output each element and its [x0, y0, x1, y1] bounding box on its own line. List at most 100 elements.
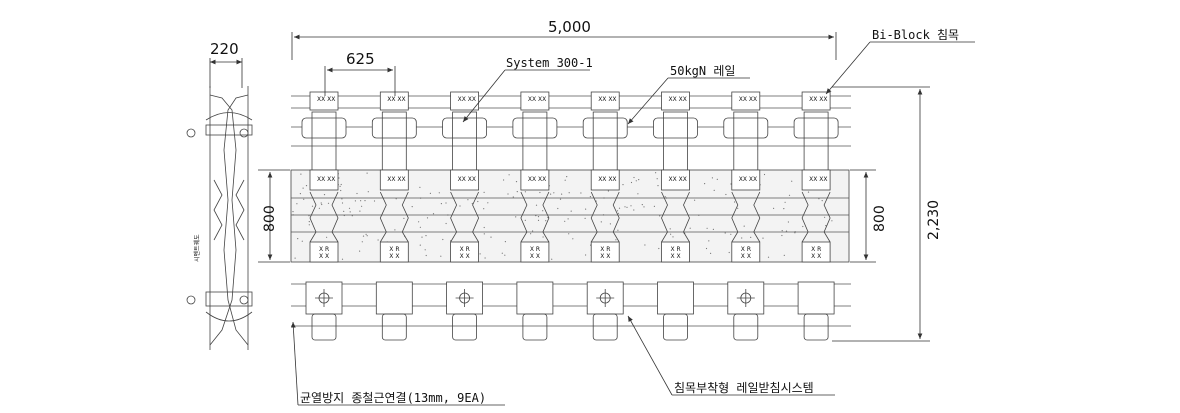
speckle [670, 233, 672, 235]
speckle [425, 254, 427, 257]
speckle [373, 200, 376, 202]
sleeper-mark-bottom-2: X X [319, 253, 329, 260]
sleeper-mark-mid: XX XX [387, 176, 405, 183]
speckle [615, 239, 617, 241]
speckle [542, 210, 544, 212]
sleeper-mark-bottom-2: X X [741, 253, 751, 260]
speckle [609, 223, 612, 225]
speckle [831, 220, 833, 222]
speckle [783, 254, 785, 256]
speckle [600, 221, 602, 223]
speckle [483, 226, 485, 229]
speckle [308, 221, 310, 223]
system-callout: System 300-1 [506, 56, 593, 70]
speckle [773, 207, 775, 209]
speckle [741, 237, 743, 239]
speckle [484, 257, 486, 259]
speckle [515, 181, 518, 183]
speckle [618, 207, 621, 209]
speckle [501, 252, 503, 254]
speckle [440, 255, 442, 257]
speckle [669, 228, 671, 230]
sleeper-mark-bottom-2: X X [460, 253, 470, 260]
speckle [711, 177, 714, 179]
sleeper-mark-mid: XX XX [739, 176, 757, 183]
sleeper [582, 91, 628, 341]
speckle [438, 192, 440, 194]
speckle [585, 254, 587, 256]
speckle [359, 250, 361, 252]
speckle [395, 198, 397, 200]
speckle [440, 203, 442, 205]
speckle [656, 178, 658, 180]
sleeper-mark-top: XX XX [809, 96, 827, 103]
speckle [767, 256, 770, 258]
speckle [730, 233, 732, 235]
speckle [559, 198, 562, 200]
speckle [787, 221, 790, 223]
sleeper [371, 91, 417, 341]
speckle [641, 204, 643, 206]
sleeper-mark-top: XX XX [458, 96, 476, 103]
speckle [784, 201, 786, 203]
speckle [459, 205, 461, 207]
speckle [361, 205, 363, 207]
sleeper-mark-bottom-2: X X [530, 253, 540, 260]
speckle [658, 247, 660, 250]
speckle [524, 219, 526, 221]
speckle [802, 225, 804, 228]
speckle [362, 235, 365, 237]
speckle [432, 213, 435, 215]
speckle [308, 224, 310, 226]
speckle [367, 191, 369, 193]
speckle [712, 228, 715, 230]
speckle [477, 200, 479, 203]
right-height-label: 800 [872, 205, 888, 232]
sleeper-mark-bottom-2: X X [389, 253, 399, 260]
side-view-label: 시멘트궤도 [193, 234, 201, 262]
speckle [713, 189, 715, 191]
speckle [589, 196, 592, 198]
speckle [403, 217, 405, 219]
speckle [292, 211, 294, 213]
sleeper-mark-top: XX XX [739, 96, 757, 103]
speckle [537, 216, 540, 218]
speckle [630, 205, 632, 207]
speckle [471, 202, 473, 205]
speckle [567, 218, 569, 220]
speckle [638, 179, 640, 181]
speckle [659, 215, 661, 217]
sleeper [301, 91, 347, 341]
side-view [186, 86, 253, 350]
speckle [807, 191, 810, 193]
speckle [467, 199, 469, 201]
sleeper-mark-bottom-1: X R [811, 246, 821, 253]
speckle [512, 196, 514, 198]
left-height-label: 800 [262, 205, 278, 232]
speckle [644, 244, 646, 246]
speckle [507, 193, 509, 195]
speckle [503, 179, 505, 181]
sleeper-mark-bottom-1: X R [741, 246, 751, 253]
sleeper-mark-top: XX XX [317, 96, 335, 103]
sleeper [653, 91, 698, 341]
speckle [788, 194, 791, 196]
rebar-callout: 균열방지 종철근연결(13mm, 9EA) [300, 391, 486, 405]
speckle [708, 240, 710, 242]
speckle [635, 180, 637, 182]
speckle [411, 206, 413, 208]
total-height-label: 2,230 [926, 200, 942, 240]
speckle [750, 236, 752, 238]
speckle [318, 207, 320, 209]
speckle [557, 207, 559, 210]
spacing-dimension [324, 66, 396, 96]
speckle [728, 251, 730, 254]
speckle [705, 247, 708, 250]
speckle [504, 241, 506, 243]
speckle [442, 238, 444, 241]
speckle [504, 254, 506, 256]
speckle [445, 222, 447, 225]
sleeper-mark-top: XX XX [387, 96, 405, 103]
